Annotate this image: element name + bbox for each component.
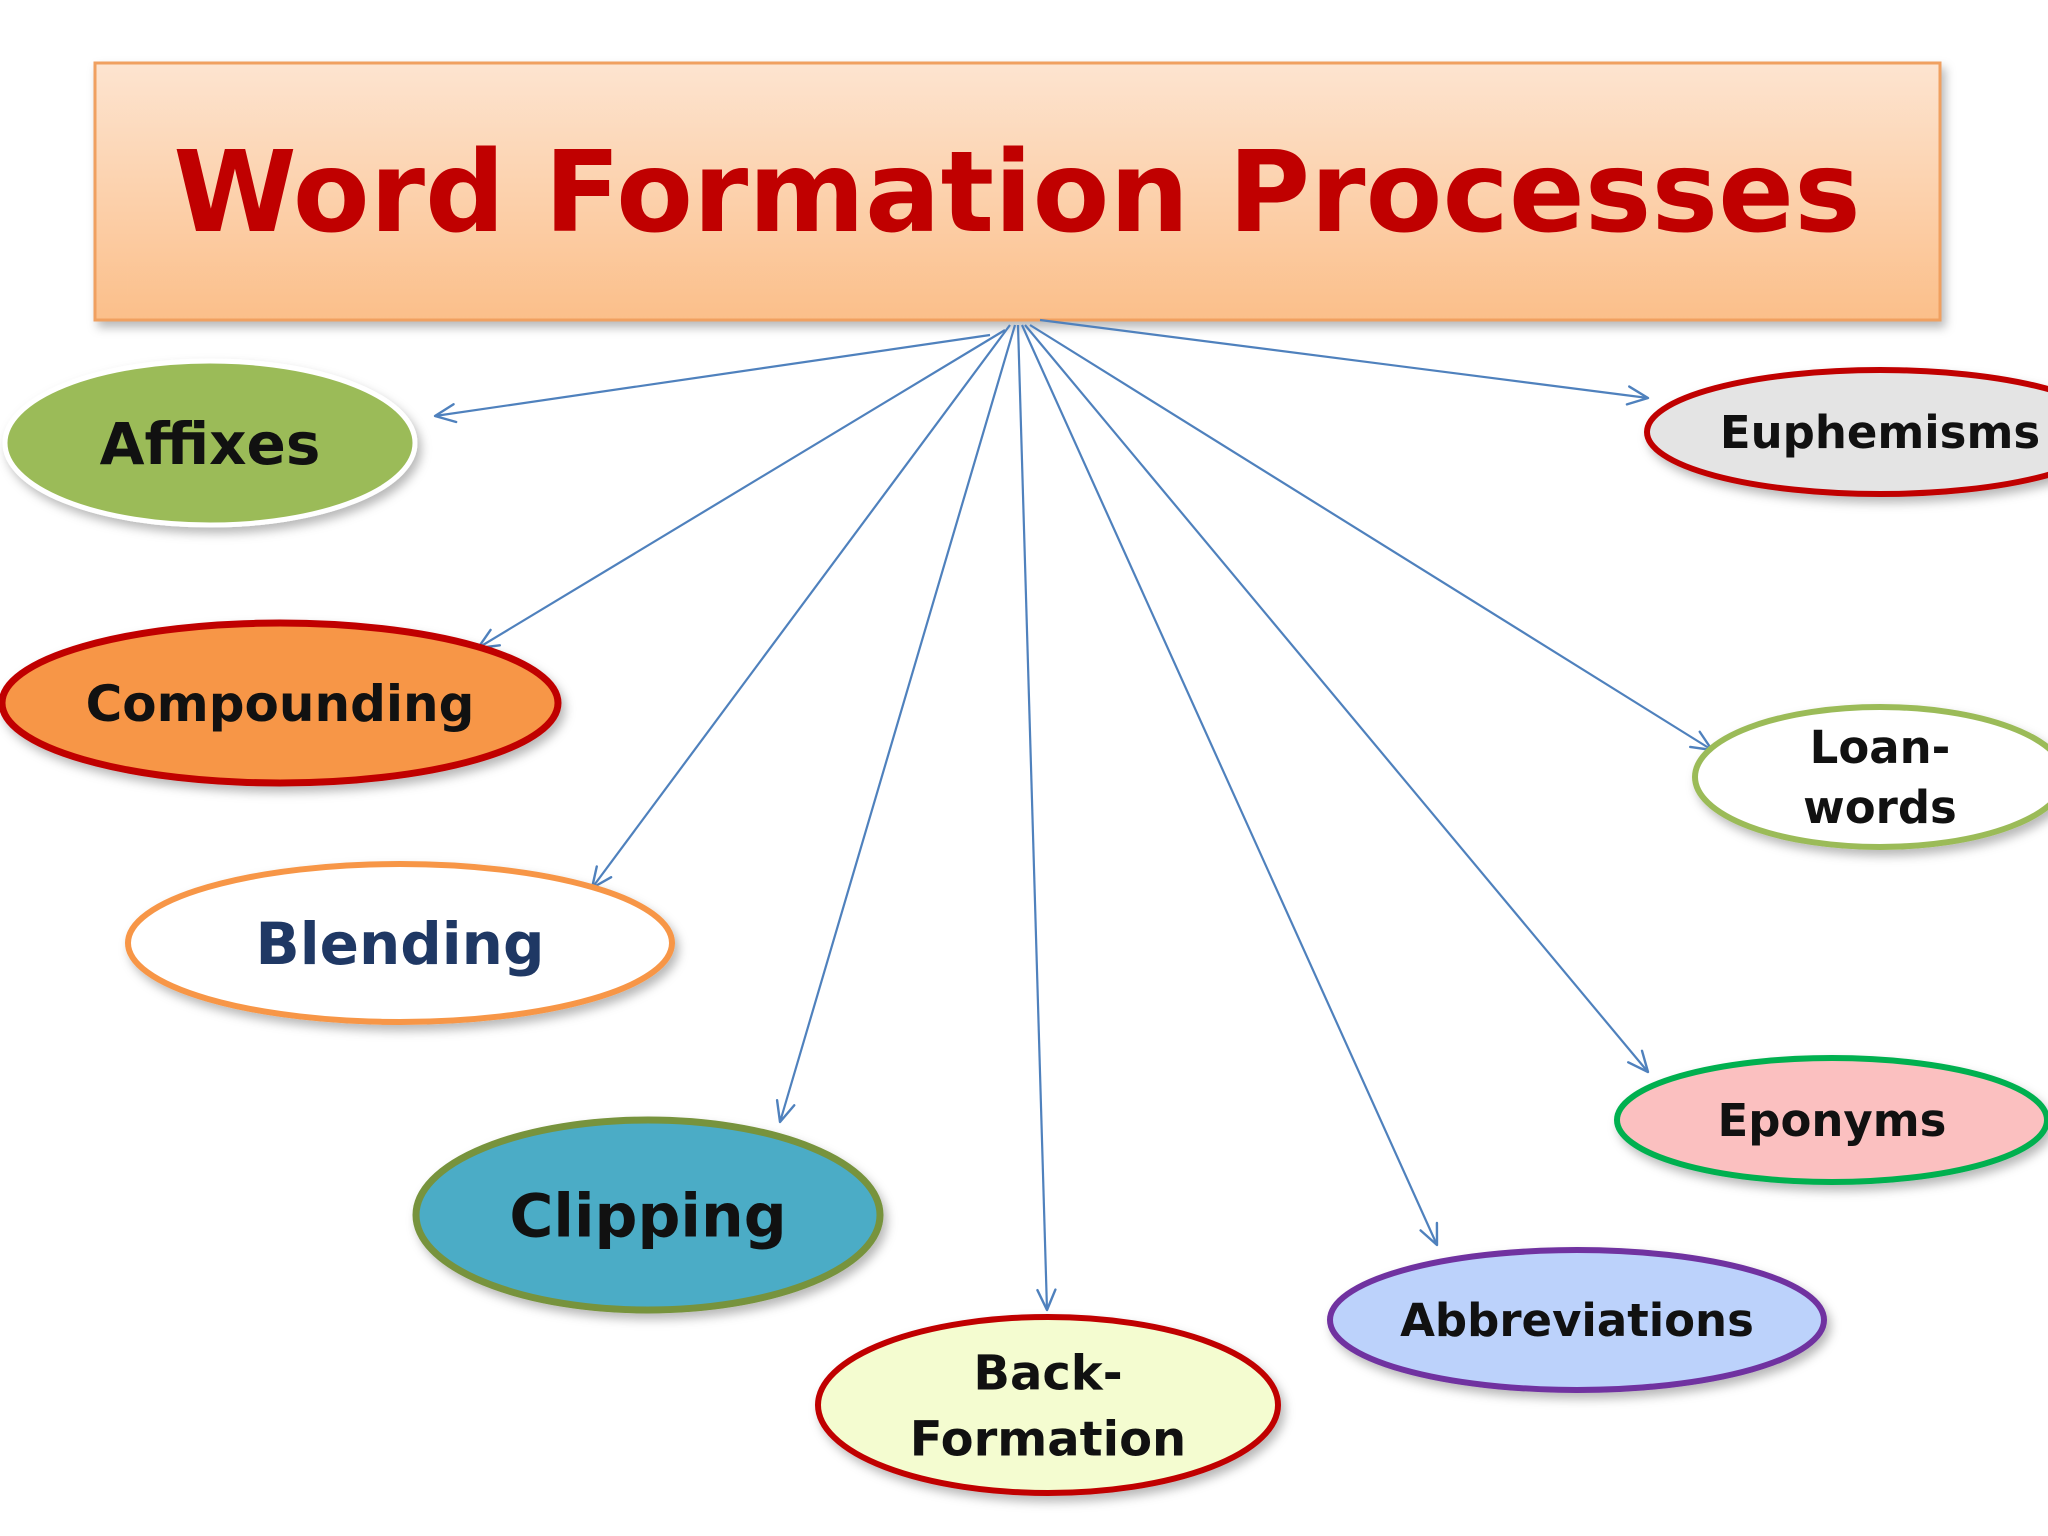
node-ellipse — [2, 358, 418, 528]
node-compounding: Compounding — [0, 619, 562, 787]
node-ellipse — [815, 1314, 1281, 1496]
arrow-to-loan-words — [1029, 324, 1714, 752]
node-label: Blending — [256, 910, 545, 978]
arrow-to-eponyms — [1024, 324, 1650, 1074]
node-eponyms: Eponyms — [1614, 1055, 2048, 1185]
node-label: Affixes — [100, 410, 321, 478]
arrow-to-affixes — [433, 333, 991, 424]
arrow-to-compounding — [476, 329, 1006, 650]
arrow-to-back-formation — [1016, 324, 1057, 1312]
node-label: Compounding — [86, 675, 475, 733]
node-ellipse — [412, 1116, 884, 1314]
diagram-title: Word Formation Processes — [173, 128, 1861, 258]
node-abbreviations: Abbreviations — [1327, 1247, 1827, 1393]
node-ellipse — [1692, 704, 2048, 850]
node-clipping: Clipping — [412, 1116, 884, 1314]
node-ellipse — [1614, 1055, 2048, 1185]
arrow-to-abbreviations — [1020, 324, 1439, 1247]
node-ellipse — [0, 619, 562, 787]
node-ellipse — [125, 861, 675, 1025]
arrow-to-clipping — [775, 324, 1017, 1124]
node-back-formation: Back- Formation — [815, 1314, 1281, 1496]
node-ellipse — [1644, 367, 2048, 497]
node-label: Euphemisms — [1720, 406, 2040, 459]
arrows-layer — [433, 318, 1714, 1312]
node-ellipse — [1327, 1247, 1827, 1393]
node-label: Abbreviations — [1400, 1294, 1754, 1347]
node-label: Loan- — [1810, 721, 1951, 774]
node-blending: Blending — [125, 861, 675, 1025]
node-label: Formation — [910, 1411, 1186, 1467]
arrow-to-blending — [590, 324, 1011, 890]
node-euphemisms: Euphemisms — [1644, 367, 2048, 497]
node-affixes: Affixes — [2, 358, 418, 528]
node-label: Eponyms — [1718, 1094, 1947, 1147]
arrow-to-euphemisms — [1039, 318, 1650, 406]
node-label: words — [1803, 781, 1957, 834]
node-label: Clipping — [509, 1182, 786, 1252]
node-loan-words: Loan-words — [1692, 704, 2048, 850]
node-label: Back- — [973, 1345, 1122, 1401]
title-banner: Word Formation Processes — [93, 61, 1942, 322]
